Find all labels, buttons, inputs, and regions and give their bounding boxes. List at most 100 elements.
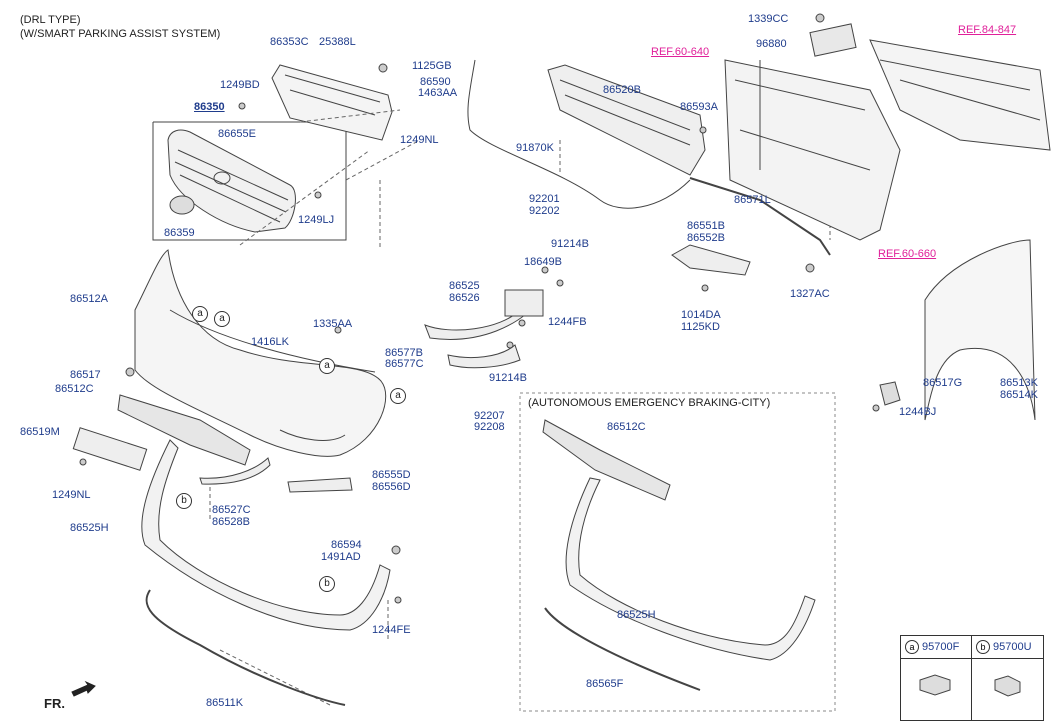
callout-a: a [214, 311, 230, 327]
part-label[interactable]: 86551B [687, 220, 725, 232]
part-label[interactable]: 91214B [551, 238, 589, 250]
part-label[interactable]: 86525 [449, 280, 480, 292]
part-label[interactable]: 86577B [385, 347, 423, 359]
part-label[interactable]: 86514K [1000, 389, 1038, 401]
part-label[interactable]: 1249NL [400, 134, 439, 146]
part-label[interactable]: 1463AA [418, 87, 458, 99]
callout-b: b [176, 493, 192, 509]
side-bracket-part [671, 244, 751, 276]
front-arrow-icon [71, 680, 96, 697]
part-label[interactable]: 86525H [70, 522, 109, 534]
part-label[interactable]: 18649B [524, 256, 562, 268]
part-label[interactable]: 91870K [516, 142, 554, 154]
part-label[interactable]: 92202 [529, 205, 560, 217]
sensor-b-icon [994, 675, 1021, 697]
part-label[interactable]: 86556D [372, 481, 411, 493]
part-label[interactable]: 86655E [218, 128, 256, 140]
part-label[interactable]: 86571L [734, 194, 771, 206]
legend-code-a[interactable]: 95700F [922, 641, 960, 653]
part-label[interactable]: 86552B [687, 232, 725, 244]
part-label[interactable]: 25388L [319, 36, 356, 48]
part-label[interactable]: 86517 [70, 369, 101, 381]
lower-cover-part [141, 439, 391, 631]
callout-a: a [192, 306, 208, 322]
part-label[interactable]: 96880 [756, 38, 787, 50]
part-label-main-grille[interactable]: 86350 [194, 101, 225, 113]
aeb-lower-grille-part [542, 419, 671, 501]
part-label[interactable]: 1014DA [681, 309, 721, 321]
part-label[interactable]: 1339CC [748, 13, 789, 25]
part-label[interactable]: 86519M [20, 426, 60, 438]
drl-bracket-part [447, 344, 521, 369]
part-label[interactable]: 86512C [607, 421, 646, 433]
part-label[interactable]: 1249BD [220, 79, 260, 91]
part-label[interactable]: 86594 [331, 539, 362, 551]
part-label[interactable]: 86577C [385, 358, 424, 370]
part-label[interactable]: 86517G [923, 377, 963, 389]
part-label[interactable]: 86565F [586, 678, 624, 690]
part-label[interactable]: 92208 [474, 421, 505, 433]
front-frame-part [869, 39, 1051, 151]
ref-60-640-link[interactable]: REF.60-640 [651, 46, 710, 58]
legend-divider [971, 658, 972, 720]
part-label[interactable]: 86512C [55, 383, 94, 395]
part-label[interactable]: 1491AD [321, 551, 361, 563]
bumper-lip-part [145, 589, 346, 706]
fender-part [924, 239, 1036, 421]
part-label[interactable]: 1125KD [681, 321, 720, 333]
part-label[interactable]: 1244BJ [899, 406, 937, 418]
legend-letter-a: a [905, 640, 919, 654]
part-label[interactable]: 86525H [617, 609, 656, 621]
part-label[interactable]: 92207 [474, 410, 505, 422]
legend-cell-b: b 95700U [972, 636, 1043, 659]
part-label[interactable]: 1327AC [790, 288, 830, 300]
callout-b: b [319, 576, 335, 592]
sensor-a-icon [919, 674, 951, 696]
sensor-module-part [809, 23, 857, 57]
garnish-part [199, 457, 271, 485]
side-bracket-small-part [879, 381, 901, 406]
part-label[interactable]: 92201 [529, 193, 560, 205]
part-label[interactable]: 1416LK [251, 336, 289, 348]
part-label[interactable]: 86513K [1000, 377, 1038, 389]
ref-84-847-link[interactable]: REF.84-847 [958, 24, 1017, 36]
front-bumper-cover-part [134, 249, 387, 457]
deflector-part [287, 477, 353, 493]
lower-grille-part [117, 394, 251, 466]
wiring-harness-part [467, 59, 691, 209]
part-label[interactable]: 1244FE [372, 624, 411, 636]
part-label[interactable]: 86359 [164, 227, 195, 239]
sensor-legend: a 95700F b 95700U [900, 635, 1044, 721]
callout-a: a [319, 358, 335, 374]
part-label[interactable]: 86512A [70, 293, 108, 305]
callout-a: a [390, 388, 406, 404]
part-label[interactable]: 1335AA [313, 318, 353, 330]
part-label[interactable]: 1125GB [412, 60, 452, 72]
part-label[interactable]: 86593A [680, 101, 718, 113]
part-label[interactable]: 86528B [212, 516, 250, 528]
part-label[interactable]: 1249LJ [298, 214, 335, 226]
part-label[interactable]: 86527C [212, 504, 251, 516]
grille-frame-box [152, 121, 347, 241]
part-label[interactable]: 86520B [603, 84, 641, 96]
aeb-variant-box [519, 392, 836, 712]
legend-code-b[interactable]: 95700U [993, 641, 1032, 653]
ref-60-660-link[interactable]: REF.60-660 [878, 248, 937, 260]
autonomous-braking-note: (AUTONOMOUS EMERGENCY BRAKING-CITY) [528, 397, 771, 409]
part-label[interactable]: 86555D [372, 469, 411, 481]
part-label[interactable]: 86590 [420, 76, 451, 88]
legend-cell-a: a 95700F [901, 636, 972, 659]
radiator-grille-part [167, 129, 296, 233]
aeb-bumper-lip-part [544, 607, 701, 691]
part-label[interactable]: 1244FB [548, 316, 587, 328]
license-plate-bracket-part [72, 427, 148, 471]
part-label[interactable]: 86353C [270, 36, 309, 48]
part-label[interactable]: 86511K [206, 697, 244, 709]
part-label[interactable]: 1249NL [52, 489, 91, 501]
part-label[interactable]: 91214B [489, 372, 527, 384]
part-label[interactable]: 86526 [449, 292, 480, 304]
emblem-part [169, 195, 195, 215]
drl-type-note: (DRL TYPE) [20, 14, 81, 26]
